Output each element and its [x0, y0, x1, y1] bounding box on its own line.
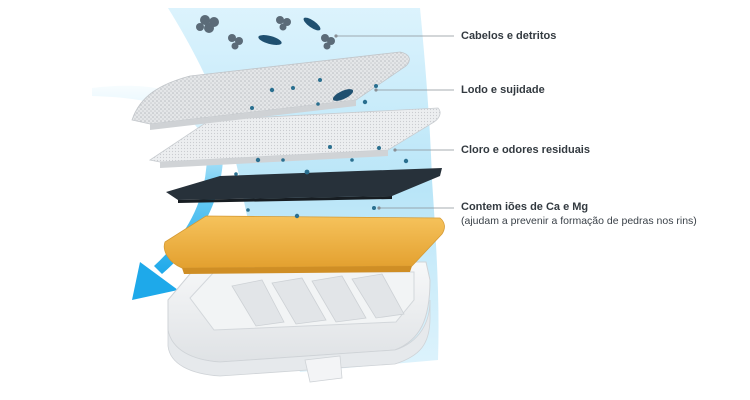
label-hair-debris: Cabelos e detritos	[461, 30, 557, 42]
filter-tray	[167, 261, 431, 383]
coarse-mesh-layer	[131, 51, 410, 130]
dust-particle-icon	[196, 15, 354, 101]
label-minerals: Contem iões de Ca e Mg	[461, 201, 589, 213]
label-minerals-note: (ajudam a prevenir a formação de pedras …	[461, 215, 697, 227]
label-chlorine-odors: Cloro e odores residuais	[461, 144, 590, 156]
callout-leaders	[336, 35, 454, 209]
mineral-layer	[163, 215, 445, 274]
carbon-layer	[166, 168, 442, 203]
water-particles	[234, 78, 409, 219]
callout-dots	[334, 34, 397, 210]
label-sludge-dirt: Lodo e sujidade	[461, 84, 545, 96]
